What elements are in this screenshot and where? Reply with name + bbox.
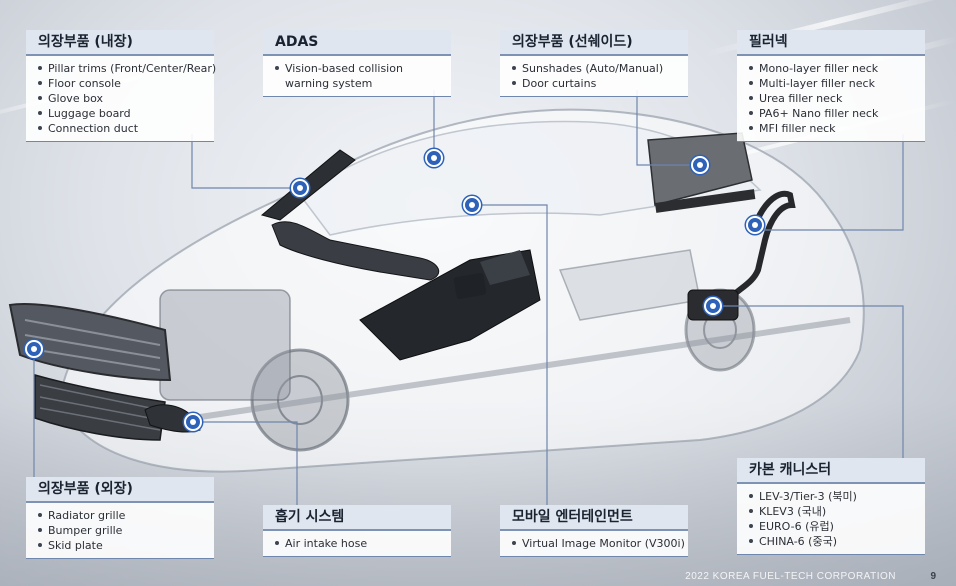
list-item: Bumper grille: [38, 523, 214, 538]
panel-canister-list: LEV-3/Tier-3 (북미) KLEV3 (국내) EURO-6 (유럽)…: [737, 484, 925, 554]
marker-interior[interactable]: [291, 179, 309, 197]
marker-sunshade[interactable]: [691, 156, 709, 174]
list-item: Door curtains: [512, 76, 688, 91]
radiator-grille-part: [8, 303, 172, 382]
list-item: Glove box: [38, 91, 214, 106]
list-item: Floor console: [38, 76, 214, 91]
panel-sunshade: 의장부품 (선쉐이드) Sunshades (Auto/Manual) Door…: [500, 30, 688, 97]
panel-filler-neck-list: Mono-layer filler neck Multi-layer fille…: [737, 56, 925, 141]
marker-intake[interactable]: [184, 413, 202, 431]
panel-interior: 의장부품 (내장) Pillar trims (Front/Center/Rea…: [26, 30, 216, 142]
panel-sunshade-title: 의장부품 (선쉐이드): [500, 30, 688, 56]
panel-interior-list: Pillar trims (Front/Center/Rear) Floor c…: [26, 56, 216, 141]
panel-mobile-title: 모바일 엔터테인먼트: [500, 505, 688, 531]
marker-adas[interactable]: [425, 149, 443, 167]
marker-mobile[interactable]: [463, 196, 481, 214]
engine-block: [159, 289, 291, 401]
list-item: Urea filler neck: [749, 91, 925, 106]
connection-duct-part: [271, 221, 440, 281]
list-item: CHINA-6 (중국): [749, 534, 925, 549]
list-item: Mono-layer filler neck: [749, 61, 925, 76]
panel-intake-title: 흡기 시스템: [263, 505, 451, 531]
list-item: Pillar trims (Front/Center/Rear): [38, 61, 216, 76]
list-item: Connection duct: [38, 121, 214, 136]
panel-adas: ADAS Vision-based collision warning syst…: [263, 30, 451, 97]
list-item: Multi-layer filler neck: [749, 76, 925, 91]
list-item: KLEV3 (국내): [749, 504, 925, 519]
list-item: EURO-6 (유럽): [749, 519, 925, 534]
list-item: Sunshades (Auto/Manual): [512, 61, 688, 76]
marker-canister[interactable]: [704, 297, 722, 315]
list-item: warning system: [285, 77, 373, 90]
footer-company: 2022 KOREA FUEL-TECH CORPORATION: [685, 571, 896, 582]
panel-mobile-list: Virtual Image Monitor (V300i): [500, 531, 688, 556]
list-item: Air intake hose: [275, 536, 451, 551]
panel-interior-title: 의장부품 (내장): [26, 30, 214, 56]
panel-canister-title: 카본 캐니스터: [737, 458, 925, 484]
panel-exterior: 의장부품 (외장) Radiator grille Bumper grille …: [26, 477, 214, 559]
panel-intake: 흡기 시스템 Air intake hose: [263, 505, 451, 557]
panel-adas-title: ADAS: [263, 30, 451, 56]
panel-intake-list: Air intake hose: [263, 531, 451, 556]
panel-mobile: 모바일 엔터테인먼트 Virtual Image Monitor (V300i): [500, 505, 688, 557]
panel-sunshade-list: Sunshades (Auto/Manual) Door curtains: [500, 56, 688, 96]
marker-exterior[interactable]: [25, 340, 43, 358]
list-item: PA6+ Nano filler neck: [749, 106, 925, 121]
list-item: Luggage board: [38, 106, 214, 121]
list-item: Virtual Image Monitor (V300i): [512, 536, 688, 551]
panel-filler-neck: 필러넥 Mono-layer filler neck Multi-layer f…: [737, 30, 925, 142]
list-item: MFI filler neck: [749, 121, 925, 136]
list-item: LEV-3/Tier-3 (북미): [749, 489, 925, 504]
panel-adas-list: Vision-based collision warning system: [263, 56, 451, 96]
list-item: Radiator grille: [38, 508, 214, 523]
list-item: Vision-based collision: [275, 61, 451, 76]
list-item: Skid plate: [38, 538, 214, 553]
marker-filler-neck[interactable]: [746, 216, 764, 234]
page-number: 9: [930, 571, 936, 582]
panel-canister: 카본 캐니스터 LEV-3/Tier-3 (북미) KLEV3 (국내) EUR…: [737, 458, 925, 555]
panel-exterior-title: 의장부품 (외장): [26, 477, 214, 503]
panel-exterior-list: Radiator grille Bumper grille Skid plate: [26, 503, 214, 558]
panel-filler-neck-title: 필러넥: [737, 30, 925, 56]
